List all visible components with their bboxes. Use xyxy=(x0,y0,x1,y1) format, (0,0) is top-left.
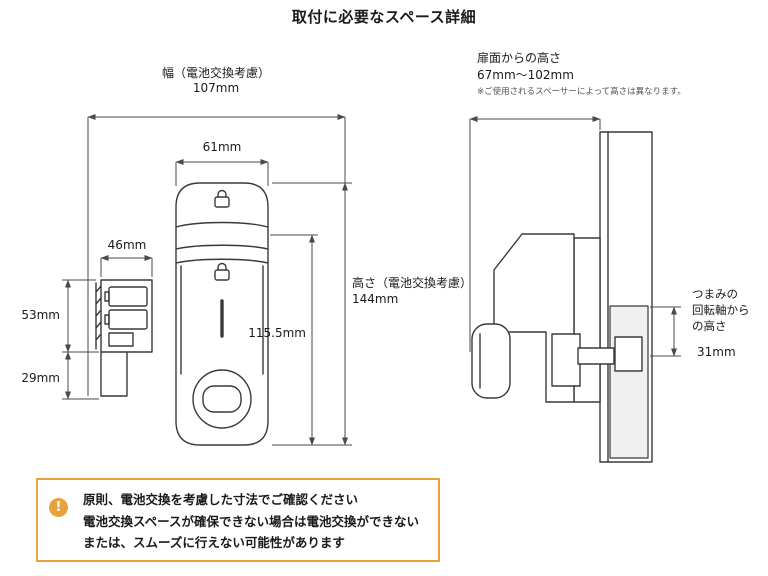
thumbturn-side xyxy=(471,323,511,399)
front-body-width-value: 61mm xyxy=(202,140,242,154)
page-title: 取付に必要なスペース詳細 xyxy=(291,8,477,26)
side-knob-axis-label: つまみの 回転軸から の高さ xyxy=(692,287,750,333)
warning-icon: ! xyxy=(49,498,68,517)
side-view-dimensions xyxy=(469,116,681,357)
spindle-hole xyxy=(614,336,643,372)
warning-text: 原則、電池交換を考慮した寸法でご確認ください 電池交換スペースが確保できない場合… xyxy=(83,489,435,554)
front-height-total-value: 144mm xyxy=(352,292,399,306)
lock-icon xyxy=(214,262,230,281)
front-battery-height-value: 53mm xyxy=(21,308,60,322)
front-view-dimensions xyxy=(62,114,352,446)
front-width-total-value: 107mm xyxy=(192,81,240,95)
device-body-outline xyxy=(175,182,269,446)
spindle-shaft xyxy=(577,347,615,365)
warning-line: 原則、電池交換を考慮した寸法でご確認ください xyxy=(83,492,359,507)
front-view-drawing xyxy=(95,182,269,446)
thumbturn-front xyxy=(192,369,252,429)
front-width-total-label: 幅（電池交換考慮） xyxy=(161,66,270,80)
mortise-case xyxy=(609,305,649,459)
lock-icon xyxy=(214,189,230,208)
warning-line: 電池交換スペースが確保できない場合は電池交換ができない xyxy=(83,513,420,529)
side-door-offset-label: 扉面からの高さ xyxy=(477,51,562,65)
front-battery-width-value: 46mm xyxy=(107,238,147,252)
side-door-offset-note: ※ご使用されるスペーサーによって高さは異なります。 xyxy=(477,87,686,97)
front-axis-offset-value: 29mm xyxy=(21,371,60,385)
battery-compartment xyxy=(95,279,153,397)
front-height-total-label: 高さ（電池交換考慮） xyxy=(352,276,473,290)
side-door-offset-value: 67mm〜102mm xyxy=(477,68,574,82)
warning-line: または、スムーズに行えない可能性があります xyxy=(83,535,345,550)
front-body-height-value: 115.5mm xyxy=(248,326,306,340)
thumbturn-clamp xyxy=(551,333,581,387)
side-knob-axis-value: 31mm xyxy=(697,345,736,359)
warning-box: ! 原則、電池交換を考慮した寸法でご確認ください 電池交換スペースが確保できない… xyxy=(36,478,440,562)
side-view-drawing xyxy=(471,131,653,463)
